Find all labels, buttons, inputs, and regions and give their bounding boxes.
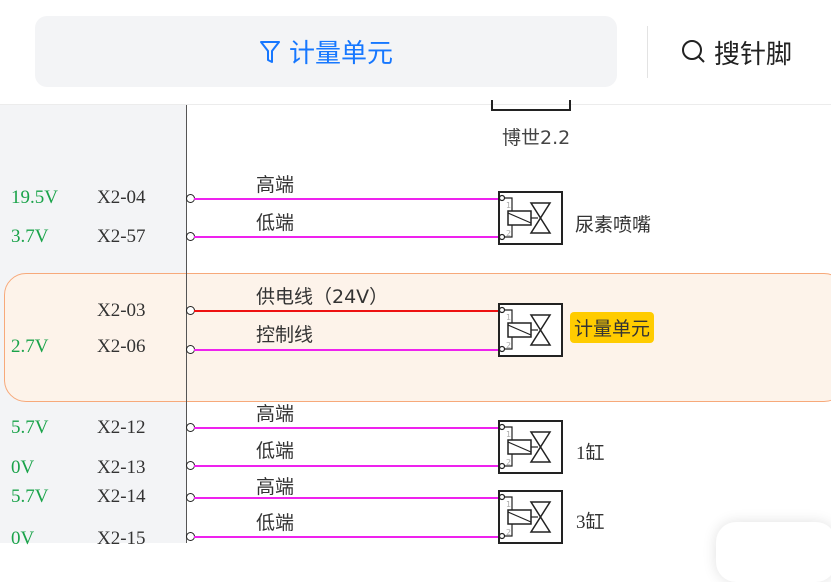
floating-action-card[interactable] bbox=[716, 522, 831, 582]
wire-label: 低端 bbox=[256, 512, 295, 534]
wire-line[interactable] bbox=[194, 497, 500, 499]
highlight-band bbox=[4, 273, 831, 402]
pin-id[interactable]: X2-57 bbox=[97, 226, 146, 247]
voltage-value: 2.7V bbox=[11, 336, 49, 357]
wire-label: 低端 bbox=[256, 440, 295, 462]
pin-id[interactable]: X2-13 bbox=[97, 457, 146, 478]
wire-label: 高端 bbox=[256, 174, 295, 196]
ecu-component-box bbox=[491, 100, 571, 111]
component-label[interactable]: 尿素喷嘴 bbox=[575, 214, 652, 236]
wire-label: 低端 bbox=[256, 212, 295, 234]
voltage-value: 5.7V bbox=[11, 417, 49, 438]
pin-id[interactable]: X2-06 bbox=[97, 336, 146, 357]
svg-text:2: 2 bbox=[506, 458, 511, 467]
divider bbox=[647, 26, 648, 78]
svg-text:1: 1 bbox=[506, 313, 511, 322]
solenoid-valve-icon[interactable]: 1 2 bbox=[498, 420, 564, 474]
wire-line[interactable] bbox=[194, 198, 500, 200]
svg-text:1: 1 bbox=[506, 500, 511, 509]
top-bar: 计量单元 搜针脚 bbox=[0, 0, 831, 104]
header-divider bbox=[0, 104, 831, 105]
wire-line[interactable] bbox=[194, 465, 500, 467]
wire-line[interactable] bbox=[194, 349, 500, 351]
wire-line[interactable] bbox=[194, 536, 500, 538]
connector-axis bbox=[186, 105, 187, 543]
pin-id[interactable]: X2-15 bbox=[97, 528, 146, 549]
voltage-value: 3.7V bbox=[11, 226, 49, 247]
voltage-value: 0V bbox=[11, 457, 35, 478]
svg-text:2: 2 bbox=[506, 229, 511, 238]
component-label-highlighted[interactable]: 计量单元 bbox=[570, 312, 655, 343]
voltage-value: 19.5V bbox=[11, 187, 58, 208]
pin-id[interactable]: X2-03 bbox=[97, 300, 146, 321]
solenoid-valve-icon[interactable]: 1 2 bbox=[498, 490, 564, 544]
pin-id[interactable]: X2-12 bbox=[97, 417, 146, 438]
solenoid-valve-icon[interactable]: 1 2 bbox=[498, 303, 564, 357]
search-icon bbox=[682, 40, 705, 63]
wire-label: 控制线 bbox=[256, 324, 314, 346]
voltage-value: 0V bbox=[11, 528, 35, 549]
solenoid-valve-icon[interactable]: 1 2 bbox=[498, 191, 564, 245]
filter-button[interactable]: 计量单元 bbox=[35, 16, 617, 87]
wire-line-power[interactable] bbox=[194, 310, 500, 312]
filter-icon bbox=[259, 40, 280, 63]
svg-text:1: 1 bbox=[506, 430, 511, 439]
ecu-label: 博世2.2 bbox=[502, 127, 571, 149]
search-pin-button[interactable]: 搜针脚 bbox=[680, 22, 792, 82]
wire-label: 高端 bbox=[256, 403, 295, 425]
pin-id[interactable]: X2-04 bbox=[97, 187, 146, 208]
voltage-value: 5.7V bbox=[11, 486, 49, 507]
search-label: 搜针脚 bbox=[714, 39, 793, 70]
svg-text:2: 2 bbox=[506, 341, 511, 350]
filter-label: 计量单元 bbox=[288, 39, 393, 69]
svg-text:2: 2 bbox=[506, 528, 511, 537]
component-label[interactable]: 3缸 bbox=[576, 512, 605, 533]
wire-line[interactable] bbox=[194, 427, 500, 429]
component-label[interactable]: 1缸 bbox=[576, 443, 605, 464]
svg-text:1: 1 bbox=[506, 201, 511, 210]
pin-id[interactable]: X2-14 bbox=[97, 486, 146, 507]
wire-line[interactable] bbox=[194, 236, 500, 238]
wire-label: 高端 bbox=[256, 476, 295, 498]
wire-label: 供电线（24V） bbox=[256, 286, 389, 308]
